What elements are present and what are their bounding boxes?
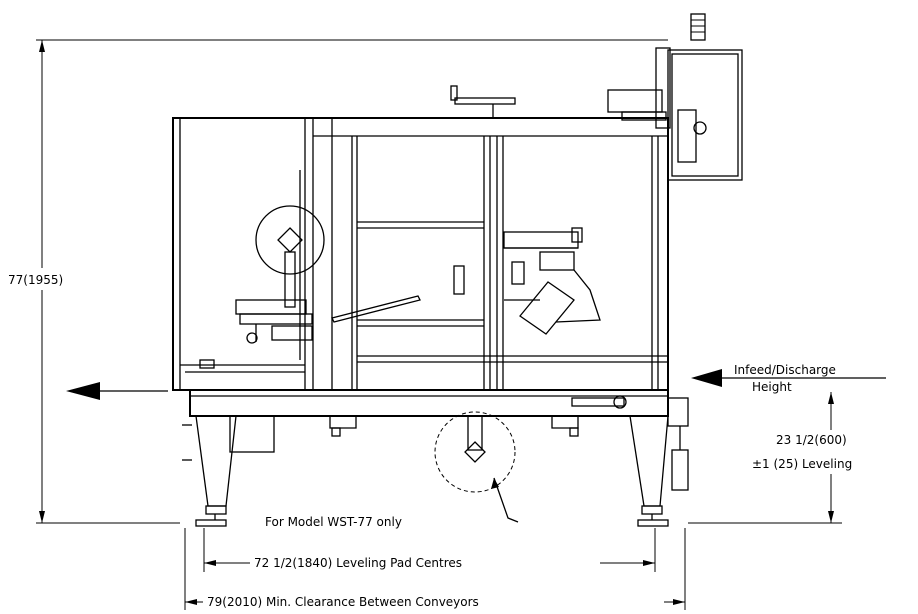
optional-wheel	[434, 411, 519, 523]
leveling-tolerance-label: ±1 (25) Leveling	[752, 457, 852, 471]
min-clearance-label: 79(2010) Min. Clearance Between Conveyor…	[207, 595, 479, 609]
pad-centres-dimension	[203, 528, 656, 572]
incline-bar	[331, 295, 421, 323]
model-note-label: For Model WST-77 only	[265, 515, 402, 529]
forming-assembly	[453, 227, 601, 335]
discharge-arrow	[66, 382, 168, 400]
left-leg	[182, 415, 275, 527]
min-clearance-dimension	[184, 528, 686, 610]
overall-height-label: 77(1955)	[8, 273, 63, 287]
overall-height-dimension: 77(1955)	[8, 39, 668, 524]
right-leg	[629, 397, 689, 527]
tape-head-assembly	[199, 170, 325, 369]
conveyor-height-label: 23 1/2(600)	[776, 433, 847, 447]
base-crank-handle	[571, 395, 627, 409]
pad-centres-label: 72 1/2(1840) Leveling Pad Centres	[254, 556, 462, 570]
infeed-discharge-label: Infeed/Discharge	[734, 363, 836, 377]
base-brackets	[329, 416, 579, 437]
top-crank-handle	[450, 85, 516, 118]
control-panel	[607, 13, 743, 181]
infeed-discharge-height-label: Height	[752, 380, 792, 394]
machine-frame	[172, 117, 669, 417]
infeed-height-dimension	[688, 369, 886, 524]
